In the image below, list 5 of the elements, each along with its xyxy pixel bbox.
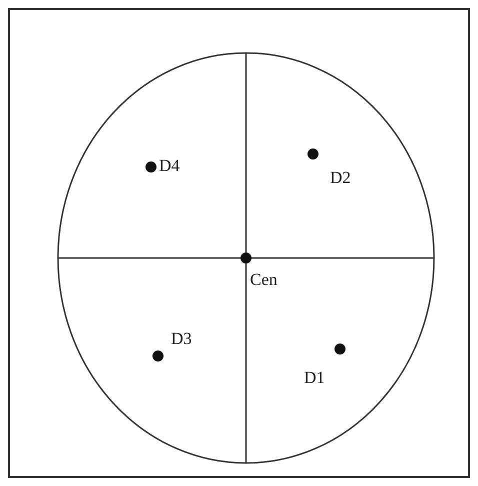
point-label: D4: [159, 156, 180, 176]
point-label: D3: [171, 329, 192, 349]
point-label: D1: [304, 368, 325, 388]
point-label: D2: [330, 168, 351, 188]
point-label: Cen: [250, 270, 278, 290]
